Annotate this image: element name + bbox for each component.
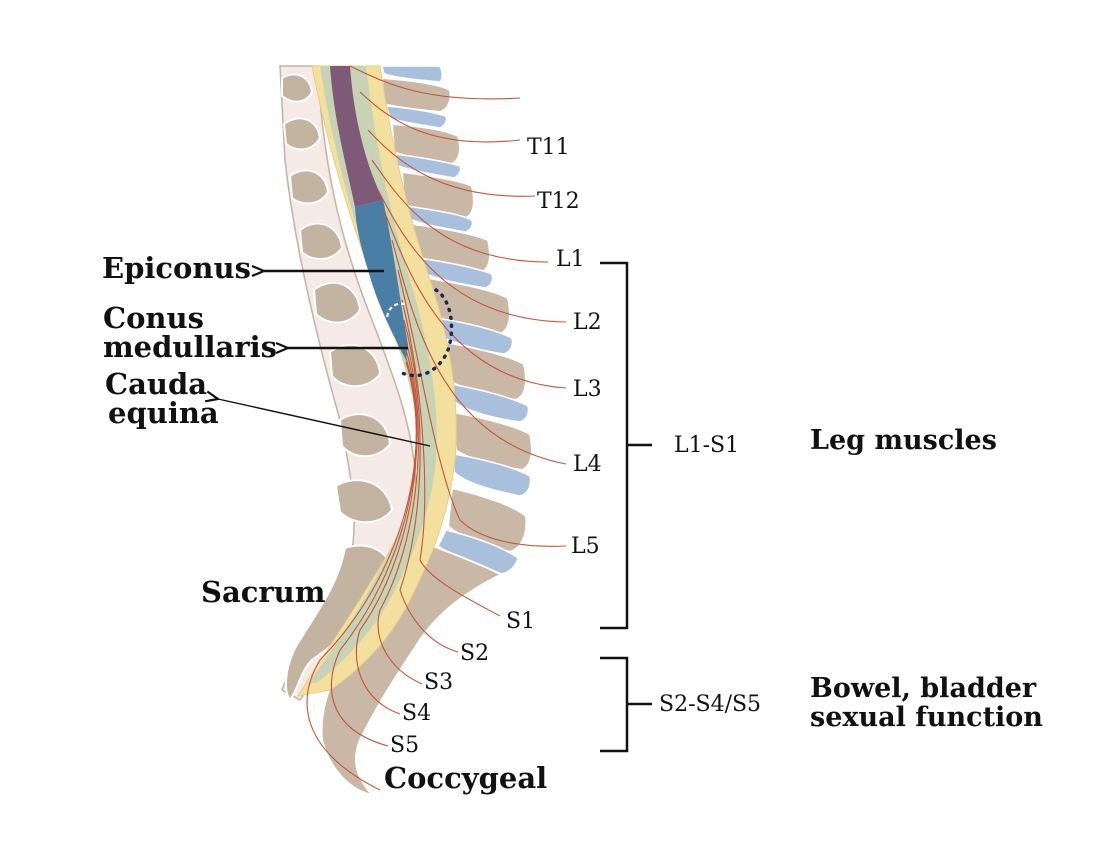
conus-label-line1: Conus: [103, 301, 204, 335]
cauda-label-line1: Cauda: [105, 367, 207, 401]
intervertebral-disc: [381, 65, 444, 83]
segment-label-t12: T12: [537, 189, 580, 214]
segment-label-l2: L2: [573, 310, 602, 335]
epiconus-boundary-dashed: [385, 302, 406, 319]
segment-label-l3: L3: [573, 377, 602, 402]
epiconus-label: Epiconus: [102, 251, 251, 285]
spinous-process: [328, 343, 382, 388]
conus-boundary-dotted: [398, 288, 454, 378]
spinous-processes: [281, 73, 394, 702]
leg-range-label: L1-S1: [674, 433, 739, 458]
nerve-root: [383, 209, 567, 389]
spinous-process: [281, 73, 314, 103]
segment-label-s1: S1: [506, 609, 535, 634]
epiconus-region: [355, 200, 408, 360]
nerve-root: [377, 339, 423, 685]
pelvic-range-label: S2-S4/S5: [659, 692, 761, 717]
segment-label-s4: S4: [402, 701, 431, 726]
vertebral-column: [320, 65, 533, 797]
segment-label-l5: L5: [571, 534, 600, 559]
intervertebral-disc: [449, 383, 530, 423]
nerve-root: [401, 299, 501, 617]
nerve-roots: [306, 65, 567, 791]
intervertebral-disc: [417, 257, 494, 289]
nerve-root: [367, 129, 536, 197]
intervertebral-discs: [381, 65, 532, 575]
conus-label-line2: medullaris: [103, 330, 277, 364]
leg-function-label: Leg muscles: [810, 425, 997, 456]
spinous-process: [312, 281, 362, 324]
nerve-root: [377, 189, 567, 323]
cauda-label-line2: equina: [108, 396, 219, 430]
pelvic-function-label-line2: sexual function: [810, 702, 1043, 733]
coccygeal-label: Coccygeal: [384, 761, 547, 795]
nerve-root: [359, 91, 521, 143]
spinous-process: [288, 169, 330, 205]
segment-label-s3: S3: [424, 670, 453, 695]
segment-label-l4: L4: [573, 452, 602, 477]
pelvic-function-label-line1: Bowel, bladder: [810, 673, 1037, 704]
segment-label-s5: S5: [390, 733, 419, 758]
leg-bracket: [600, 261, 652, 630]
spinous-process: [338, 413, 392, 458]
nerve-root: [306, 361, 417, 791]
intervertebral-disc: [453, 453, 532, 497]
nerve-root: [399, 319, 459, 653]
segment-label-s2: S2: [460, 641, 489, 666]
posterior-elements: [279, 65, 417, 702]
intervertebral-disc: [384, 105, 448, 129]
nerve-root: [391, 239, 567, 465]
segment-label-t11: T11: [527, 135, 570, 160]
pelvic-bracket: [600, 656, 652, 753]
spinal-cord-thoracic: [330, 66, 383, 207]
nerve-root: [371, 159, 549, 263]
nerve-root: [349, 65, 521, 100]
cauda-arrow: [218, 399, 431, 447]
spinous-process: [282, 117, 322, 151]
nerve-root: [397, 269, 567, 547]
spinous-process: [298, 222, 344, 260]
vertebral-bodies: [380, 76, 533, 554]
intervertebral-disc: [433, 317, 514, 355]
sacrum-label: Sacrum: [201, 575, 326, 609]
segment-label-l1: L1: [556, 247, 585, 272]
spinous-process: [334, 479, 394, 524]
